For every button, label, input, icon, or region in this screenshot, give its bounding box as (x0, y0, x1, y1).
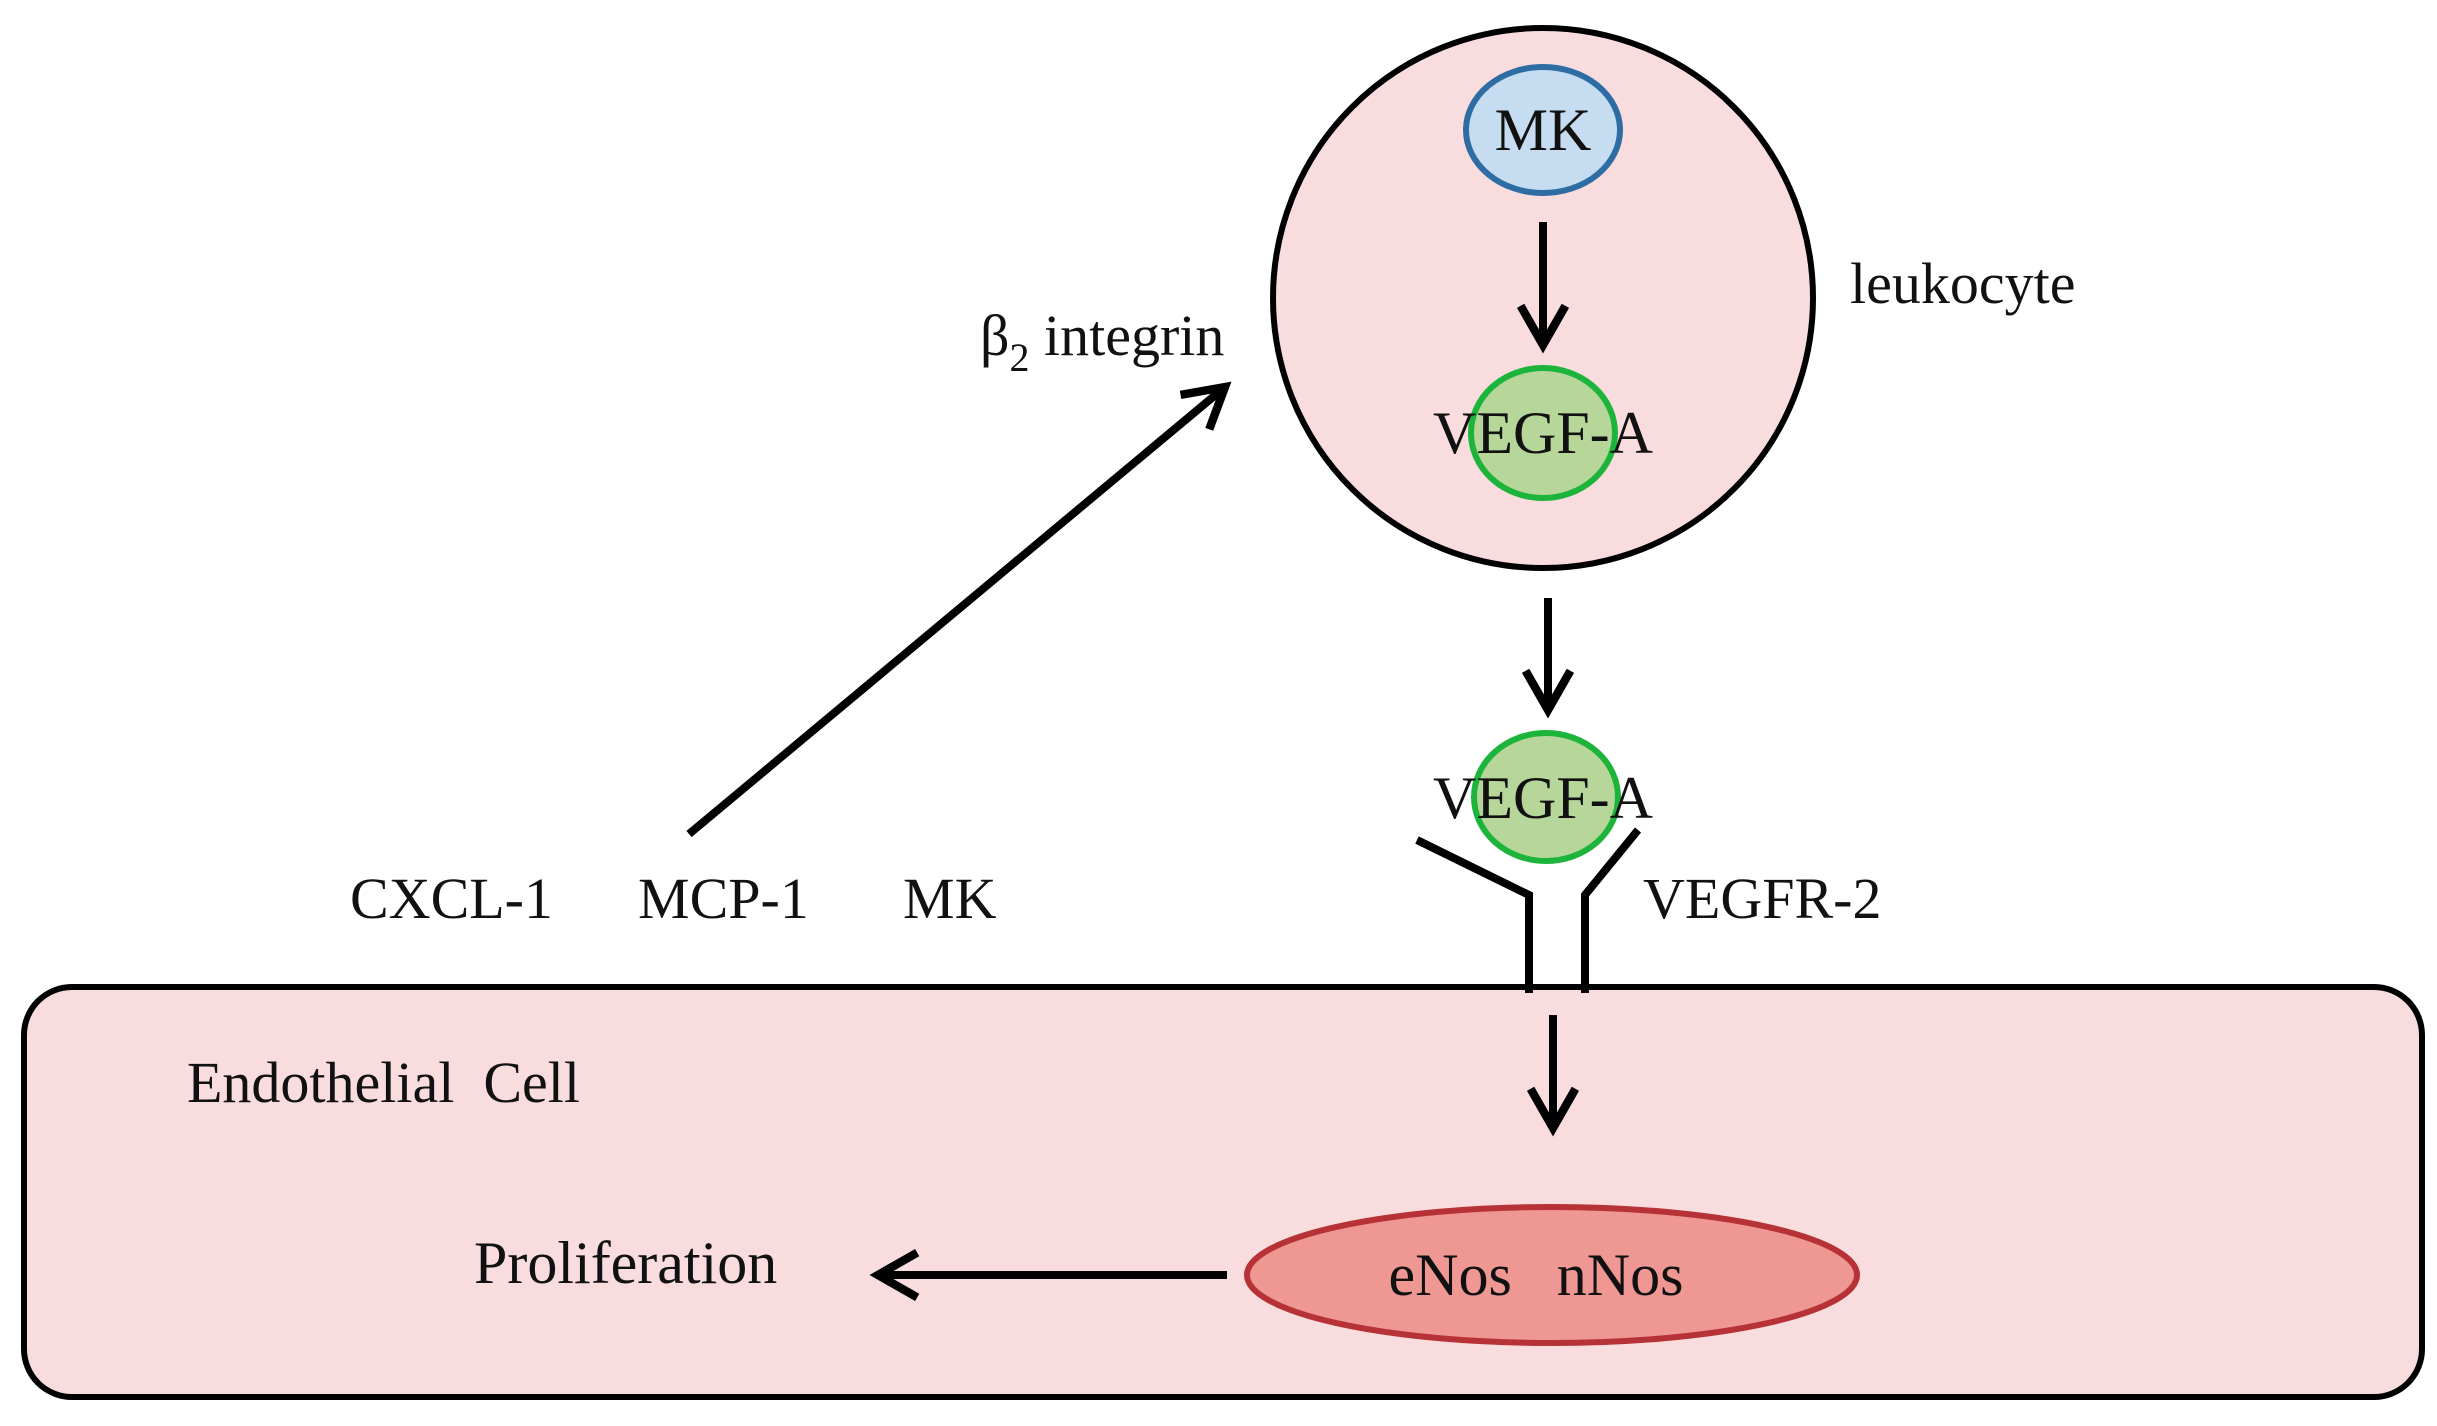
cxcl1-label: CXCL-1 (350, 866, 553, 931)
arrow-chemokines-to-integrin (686, 381, 1232, 838)
mk-secreted-label: MK (903, 866, 997, 931)
proliferation-label: Proliferation (474, 1230, 777, 1296)
mk-node (1463, 64, 1623, 196)
integrin-text: integrin (1030, 303, 1225, 368)
vegfr2-receptor-right (1581, 827, 1642, 993)
vegf-inner-label: VEGF-A (1433, 400, 1653, 466)
endothelial-cell (21, 984, 2425, 1400)
mk-label: MK (1495, 97, 1592, 163)
nos-node (1244, 1204, 1860, 1346)
beta2-integrin-label: β2 integrin (980, 303, 1224, 380)
vegf-bound-node (1471, 730, 1621, 864)
beta-symbol: β (980, 303, 1010, 368)
vegf-inner-node (1468, 365, 1618, 501)
nos-label: eNos nNos (1389, 1242, 1684, 1308)
endothelial-cell-label: Endothelial Cell (187, 1050, 580, 1115)
leukocyte-label: leukocyte (1850, 251, 2075, 316)
vegfr2-receptor-left (1415, 836, 1533, 993)
vegfr2-label: VEGFR-2 (1643, 866, 1881, 931)
beta-subscript: 2 (1010, 335, 1030, 380)
mcp1-label: MCP-1 (638, 866, 809, 931)
vegf-bound-label: VEGF-A (1433, 765, 1653, 831)
